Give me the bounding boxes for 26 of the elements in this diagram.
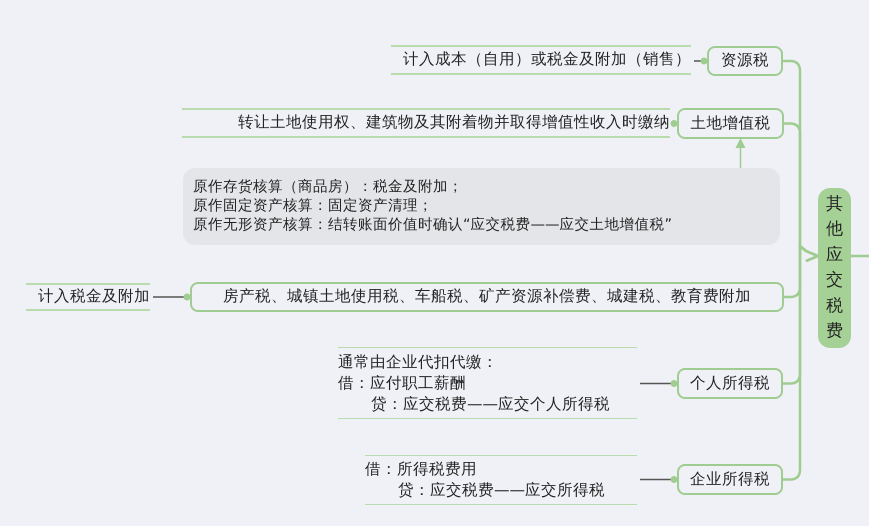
connector	[640, 476, 678, 483]
topic-box: 个人所得税	[677, 368, 783, 399]
bracket-connector	[782, 244, 820, 481]
topic-box: 其他应交税费	[818, 188, 851, 348]
topic-box: 企业所得税	[677, 464, 783, 495]
note-line: 贷：应交税费——应交个人所得税	[370, 394, 610, 414]
note-text: 转让土地使用权、建筑物及其附着物并取得增值性收入时缴纳	[182, 108, 670, 138]
connector	[736, 138, 746, 168]
connector	[153, 294, 190, 300]
connector	[640, 380, 678, 387]
topic-box: 房产税、城镇土地使用税、车船税、矿产资源补偿费、城建税、教育费附加	[190, 282, 784, 312]
note-line: 原作固定资产核算：固定资产清理；	[193, 197, 433, 216]
note-line: 借：所得税费用	[365, 459, 477, 480]
connector	[694, 58, 708, 64]
note-box	[183, 168, 780, 245]
connector	[670, 120, 678, 127]
note-text: 计入税金及附加	[26, 283, 150, 311]
note-line: 原作无形资产核算：结转账面价值时确认“应交税费——应交土地增值税”	[193, 216, 672, 235]
note-line: 通常由企业代扣代缴：	[338, 352, 498, 372]
bracket-connector	[851, 254, 869, 258]
topic-box: 资源税	[707, 46, 783, 76]
note-line: 贷：应交税费——应交所得税	[397, 480, 605, 501]
note-text: 计入成本（自用）或税金及附加（销售）	[391, 45, 691, 75]
topic-box: 土地增值税	[677, 108, 784, 139]
note-line: 借：应付职工薪酬	[338, 372, 466, 394]
note-line: 原作存货核算（商品房）：税金及附加；	[193, 178, 463, 197]
